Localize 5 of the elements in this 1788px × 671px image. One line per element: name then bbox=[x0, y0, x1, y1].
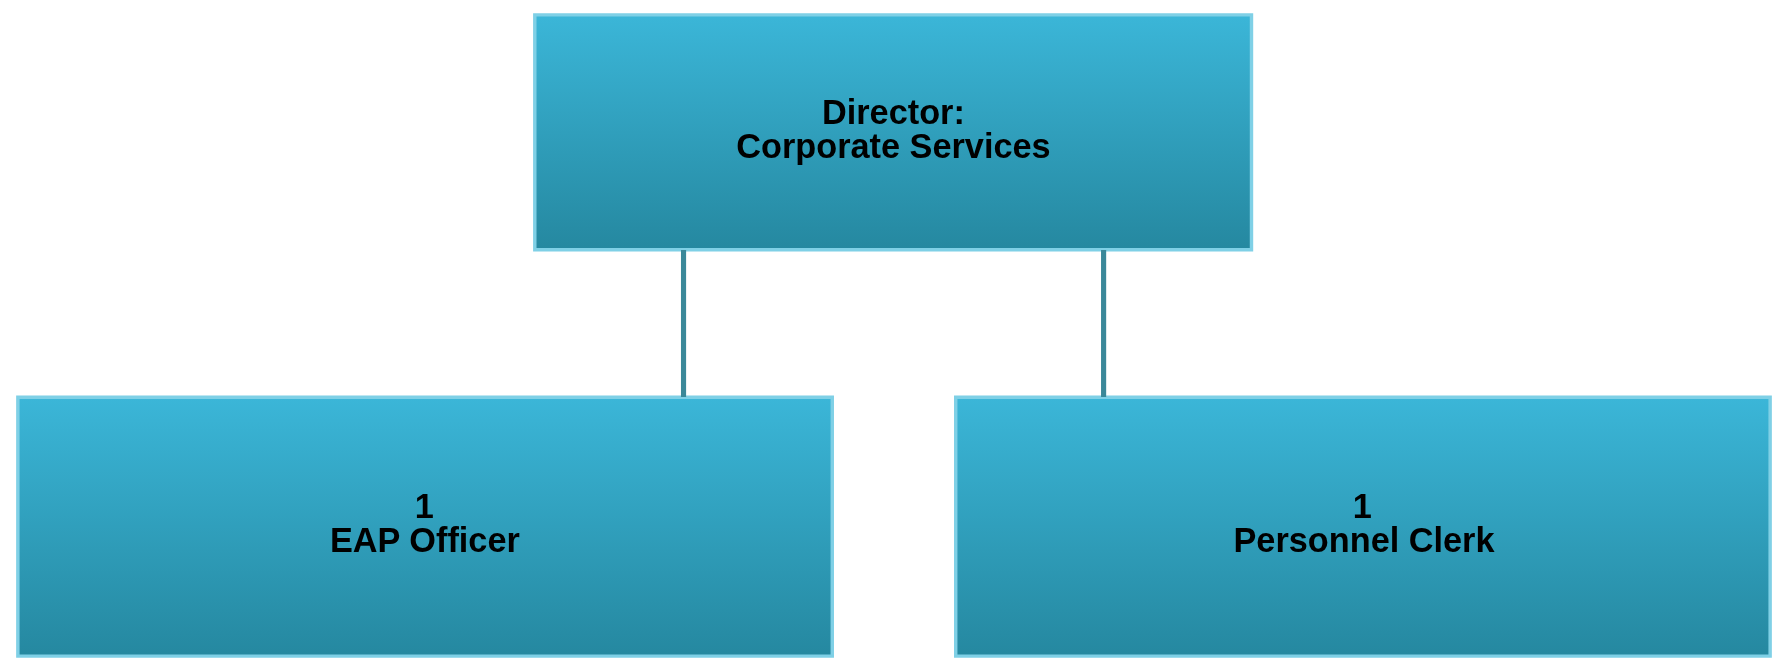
node-box: 1 EAP Officer bbox=[16, 395, 834, 658]
node-box: Director: Corporate Services bbox=[533, 13, 1254, 252]
connector bbox=[680, 250, 687, 398]
node-box: 1 Personnel Clerk bbox=[954, 395, 1772, 658]
connector bbox=[1101, 250, 1107, 398]
